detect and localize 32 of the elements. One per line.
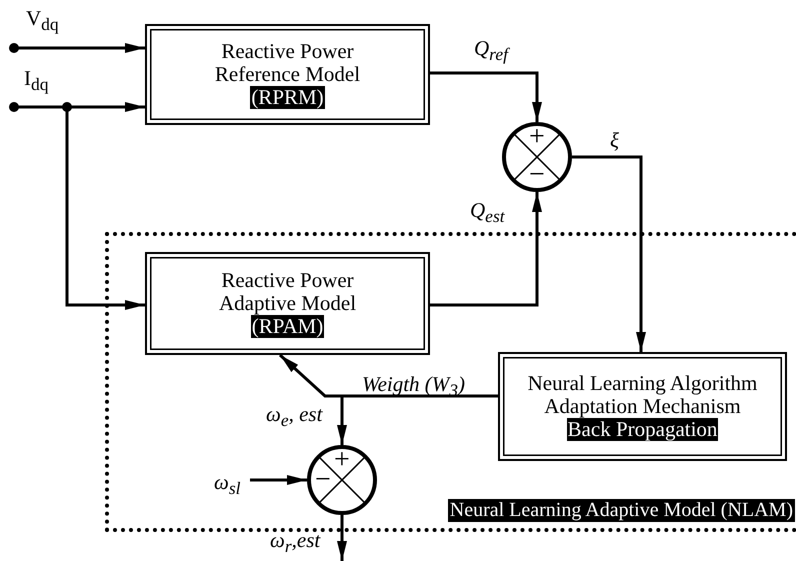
edge-label: ω$_{sl}$ (214, 472, 241, 498)
edge-label: ω$_{e}$, est (266, 404, 322, 430)
box-label: Reactive Power Reference Model (214, 40, 362, 86)
box-label: Reactive Power Adaptive Model (218, 269, 358, 315)
edge-label: Q$_{ref}$ (474, 38, 508, 64)
arrow (62, 102, 145, 310)
sign-label: + (529, 123, 545, 151)
group-title: Neural Learning Adaptive Model (NLAM) (448, 499, 795, 522)
sign-label: − (315, 466, 331, 494)
arrow (337, 515, 347, 561)
box-label: Neural Learning Algorithm Adaptation Mechanism (526, 372, 758, 418)
edge-label: V$_{dq}$ (26, 8, 59, 34)
process-box (145, 24, 430, 125)
arrow (9, 102, 145, 112)
sign-label: − (529, 161, 545, 189)
arrow (430, 72, 542, 122)
edge-label: I$_{dq}$ (24, 68, 48, 94)
dashed-group-frame (105, 232, 796, 532)
arrow (572, 156, 646, 352)
process-box (145, 252, 430, 355)
highlighted-label: Back Propagation (566, 418, 718, 440)
arrow (430, 192, 542, 306)
process-box (498, 352, 787, 461)
highlighted-label: (RPAM) (250, 314, 324, 338)
edge-label: ω$_{r}$,est (270, 530, 320, 556)
arrow (250, 475, 307, 485)
arrow (337, 394, 498, 445)
arrow (9, 43, 145, 53)
edge-label: ξ (610, 130, 619, 151)
sign-label: + (334, 446, 350, 474)
edge-label: Q$_{est}$ (470, 200, 505, 226)
highlighted-label: (RPRM) (250, 86, 325, 108)
